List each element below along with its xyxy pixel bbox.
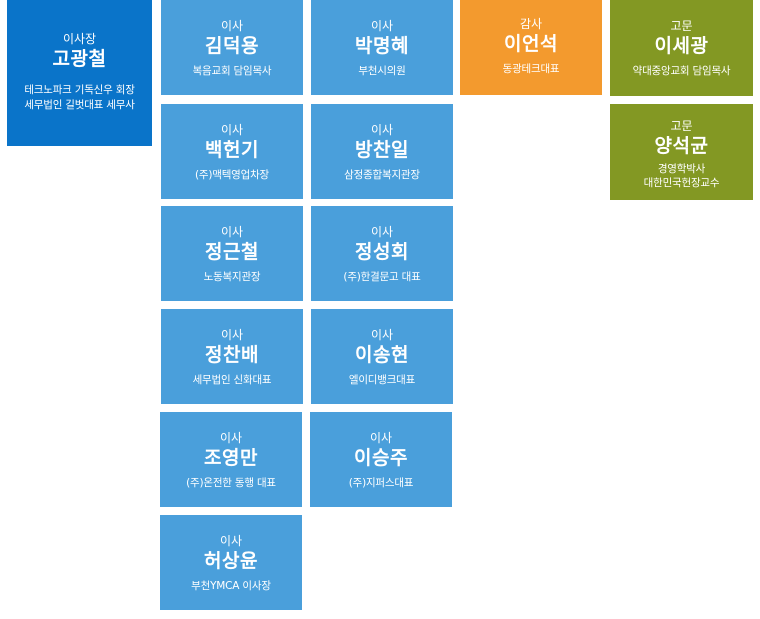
director-card: 이사 정근철 노동복지관장 bbox=[161, 206, 303, 301]
director-desc: (주)지퍼스대표 bbox=[348, 477, 414, 489]
director-role: 이사 bbox=[219, 431, 243, 445]
director-role: 이사 bbox=[220, 328, 244, 342]
auditor-card: 감사 이언석 동광테크대표 bbox=[460, 0, 602, 95]
director-card: 이사 박명혜 부천시의원 bbox=[311, 0, 453, 95]
advisor-role: 고문 bbox=[670, 119, 693, 133]
advisor-desc-2: 대한민국헌장교수 bbox=[643, 177, 720, 189]
director-desc: 부천YMCA 이사장 bbox=[191, 580, 271, 592]
director-name: 방찬일 bbox=[355, 139, 409, 161]
director-name: 박명혜 bbox=[355, 35, 409, 57]
director-role: 이사 bbox=[220, 225, 244, 239]
director-role: 이사 bbox=[220, 123, 244, 137]
director-role: 이사 bbox=[219, 534, 243, 548]
director-name: 백헌기 bbox=[205, 139, 259, 161]
chair-role: 이사장 bbox=[62, 32, 97, 46]
director-name: 이승주 bbox=[354, 447, 408, 469]
director-desc: (주)맥텍영업차장 bbox=[194, 169, 269, 181]
director-role: 이사 bbox=[370, 19, 394, 33]
auditor-name: 이언석 bbox=[504, 33, 558, 55]
chair-name: 고광철 bbox=[52, 48, 107, 70]
director-desc: (주)온전한 동행 대표 bbox=[186, 477, 276, 489]
director-role: 이사 bbox=[370, 123, 394, 137]
advisor-card: 고문 이세광 약대중앙교회 담임목사 bbox=[610, 0, 753, 96]
advisor-name: 양석균 bbox=[654, 135, 709, 157]
director-desc: 복음교회 담임목사 bbox=[192, 65, 272, 77]
director-role: 이사 bbox=[220, 19, 244, 33]
director-name: 정근철 bbox=[205, 241, 259, 263]
director-name: 조영만 bbox=[204, 447, 258, 469]
director-card: 이사 정찬배 세무법인 신화대표 bbox=[161, 309, 303, 404]
director-role: 이사 bbox=[370, 328, 394, 342]
director-card: 이사 이승주 (주)지퍼스대표 bbox=[310, 412, 452, 507]
chair-desc-1: 테크노파크 기독신우 회장 bbox=[24, 84, 135, 96]
advisor-desc: 약대중앙교회 담임목사 bbox=[632, 65, 731, 77]
director-desc: 세무법인 신화대표 bbox=[192, 374, 272, 386]
director-card: 이사 백헌기 (주)맥텍영업차장 bbox=[161, 104, 303, 199]
director-role: 이사 bbox=[369, 431, 393, 445]
advisor-role: 고문 bbox=[670, 19, 693, 33]
director-card: 이사 조영만 (주)온전한 동행 대표 bbox=[160, 412, 302, 507]
chair-card: 이사장 고광철 테크노파크 기독신우 회장 세무법인 길벗대표 세무사 bbox=[7, 0, 152, 146]
advisor-name: 이세광 bbox=[654, 35, 709, 57]
director-name: 정찬배 bbox=[205, 344, 259, 366]
advisor-desc-1: 경영학박사 bbox=[657, 163, 706, 175]
auditor-desc: 동광테크대표 bbox=[502, 63, 560, 75]
director-desc: 삼정종합복지관장 bbox=[344, 169, 420, 181]
director-desc: 부천시의원 bbox=[358, 65, 406, 77]
director-card: 이사 허상윤 부천YMCA 이사장 bbox=[160, 515, 302, 610]
director-name: 허상윤 bbox=[204, 550, 258, 572]
director-desc: 노동복지관장 bbox=[203, 271, 261, 283]
director-name: 김덕용 bbox=[205, 35, 259, 57]
director-role: 이사 bbox=[370, 225, 394, 239]
advisor-card: 고문 양석균 경영학박사 대한민국헌장교수 bbox=[610, 104, 753, 200]
director-desc: 엘이디뱅크대표 bbox=[348, 374, 416, 386]
director-card: 이사 정성회 (주)한결문고 대표 bbox=[311, 206, 453, 301]
director-card: 이사 방찬일 삼정종합복지관장 bbox=[311, 104, 453, 199]
director-card: 이사 김덕용 복음교회 담임목사 bbox=[161, 0, 303, 95]
chair-desc-2: 세무법인 길벗대표 세무사 bbox=[24, 99, 135, 111]
director-name: 정성회 bbox=[355, 241, 409, 263]
director-card: 이사 이송현 엘이디뱅크대표 bbox=[311, 309, 453, 404]
auditor-role: 감사 bbox=[519, 17, 543, 31]
director-name: 이송현 bbox=[355, 344, 409, 366]
director-desc: (주)한결문고 대표 bbox=[343, 271, 421, 283]
